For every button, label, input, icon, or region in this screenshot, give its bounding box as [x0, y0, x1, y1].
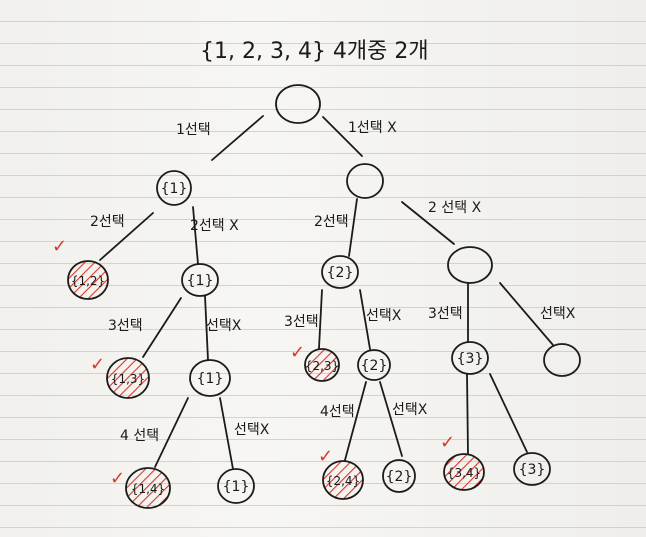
edge-label: 2선택	[90, 214, 125, 230]
node-label: {2,4}	[326, 474, 360, 488]
node-circle	[304, 348, 340, 382]
node-circle	[357, 349, 391, 381]
node-circle	[125, 467, 171, 509]
node-circle	[382, 459, 416, 493]
edge-label: 2 선택 X	[428, 200, 482, 216]
tree-node: {1}	[217, 468, 255, 504]
tree-edge	[348, 198, 358, 257]
node-label: {2}	[327, 265, 354, 281]
tree-edge	[489, 373, 528, 453]
edge-label: 3선택	[284, 314, 319, 330]
edge-label: 선택X	[540, 306, 576, 322]
edge-label: 선택X	[366, 308, 402, 324]
edge-label: 1선택	[176, 122, 211, 138]
tree-edge	[466, 373, 469, 455]
selected-set-node: {2,3}	[304, 348, 340, 382]
edge-label: 4선택	[320, 404, 355, 420]
tree-node: {2}	[382, 459, 416, 493]
check-mark-icon: ✓	[52, 236, 67, 257]
node-label: {1,4}	[131, 482, 165, 496]
edge-label: 4 선택	[120, 428, 159, 444]
node-label: {2}	[386, 469, 413, 485]
check-mark-icon: ✓	[110, 468, 125, 489]
selected-set-node: {1,4}	[125, 467, 171, 509]
tree-edge	[359, 289, 371, 350]
node-circle	[189, 359, 231, 397]
node-label: {2}	[361, 358, 388, 374]
tree-node: {1}	[181, 263, 219, 297]
edge-label: 선택X	[392, 402, 428, 418]
node-circle	[451, 341, 489, 375]
tree-node: {2}	[357, 349, 391, 381]
tree-edge	[344, 381, 367, 461]
node-circle	[346, 163, 384, 199]
selected-set-node: {2,4}	[322, 460, 364, 500]
check-mark-icon: ✓	[290, 342, 305, 363]
node-circle	[447, 246, 493, 284]
node-circle	[181, 263, 219, 297]
node-circle	[217, 468, 255, 504]
tree-edge	[219, 397, 234, 470]
selected-set-node: {1,3}	[106, 357, 150, 399]
tree-edge	[192, 206, 199, 265]
edge-label: 선택X	[234, 422, 270, 438]
node-circle	[543, 343, 581, 377]
tree-nodes: {1}{1,2}✓{1}{2}{1,3}✓{1}{2,3}✓{2}{3}{1,4…	[52, 84, 581, 509]
node-label: {1}	[197, 371, 224, 387]
edge-label: 3선택	[428, 306, 463, 322]
check-mark-icon: ✓	[440, 432, 455, 453]
edge-label: 선택X	[206, 318, 242, 334]
node-circle	[156, 170, 192, 206]
tree-edge	[379, 381, 403, 457]
tree-node	[346, 163, 384, 199]
node-label: {1,2}	[71, 274, 105, 288]
tree-node	[447, 246, 493, 284]
tree-node: {3}	[513, 452, 551, 486]
node-label: {1}	[161, 181, 188, 197]
node-label: {1}	[187, 273, 214, 289]
edge-label: 2선택 X	[190, 218, 239, 234]
check-mark-icon: ✓	[90, 354, 105, 375]
node-label: {2,3}	[305, 359, 339, 373]
tree-title: {1, 2, 3, 4} 4개중 2개	[200, 39, 429, 64]
node-label: {3,4}	[447, 466, 481, 480]
tree-node: {2}	[321, 255, 359, 289]
tree-node	[275, 84, 321, 124]
tree-edge	[322, 116, 363, 157]
tree-edge	[401, 201, 455, 245]
tree-edge	[142, 297, 182, 358]
edge-label: 3선택	[108, 318, 143, 334]
node-circle	[443, 453, 485, 491]
node-circle	[321, 255, 359, 289]
node-label: {3}	[519, 462, 546, 478]
selected-set-node: {1,2}	[67, 260, 109, 300]
node-label: {1}	[223, 479, 250, 495]
selected-set-node: {3,4}	[443, 453, 485, 491]
tree-node	[543, 343, 581, 377]
tree-node: {1}	[156, 170, 192, 206]
node-label: {1,3}	[111, 372, 145, 386]
node-circle	[322, 460, 364, 500]
tree-edge	[318, 289, 323, 349]
tree-edge	[99, 212, 154, 261]
tree-node: {1}	[189, 359, 231, 397]
node-label: {3}	[457, 351, 484, 367]
node-circle	[67, 260, 109, 300]
tree-edge	[499, 282, 554, 346]
node-circle	[106, 357, 150, 399]
tree-edge	[211, 115, 264, 161]
node-circle	[275, 84, 321, 124]
edge-label: 1선택 X	[348, 120, 397, 136]
check-mark-icon: ✓	[318, 446, 333, 467]
tree-edge	[204, 295, 209, 361]
node-circle	[513, 452, 551, 486]
edge-label: 2선택	[314, 214, 349, 230]
tree-edge	[154, 397, 189, 468]
tree-node: {3}	[451, 341, 489, 375]
